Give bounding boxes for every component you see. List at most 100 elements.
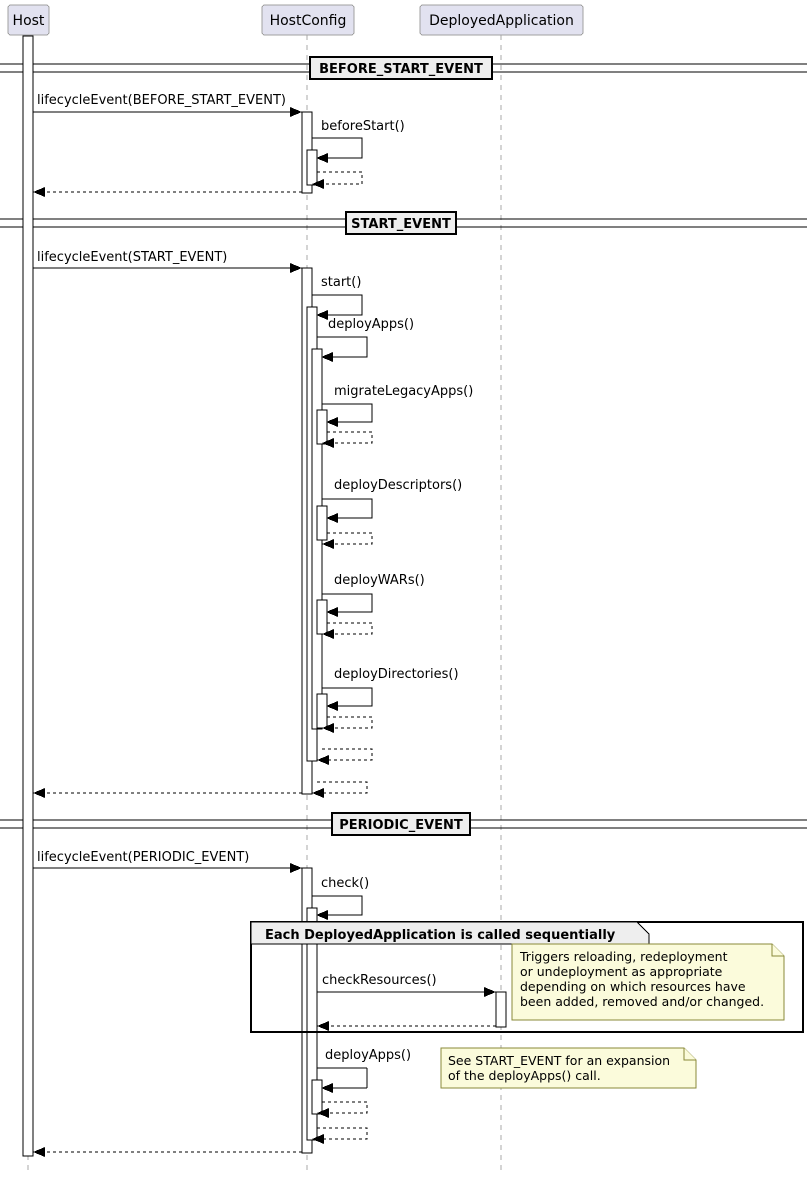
section-checkresources: checkResources() [317, 973, 507, 1031]
activation-hostconfig-deploydescriptors [316, 505, 328, 541]
arrowhead-lifecycle-start [290, 263, 302, 273]
note1-fold [771, 944, 784, 957]
message-selfarrow-start [312, 294, 363, 316]
message-selfarrow-migratelegacyapps [322, 403, 373, 423]
lifelines-layer [27, 35, 502, 1172]
message-label-lifecycle-start: lifecycleEvent(START_EVENT) [37, 250, 227, 265]
arrowhead-return-periodic [33, 1147, 45, 1157]
note1-line-2: or undeployment as appropriate [520, 964, 723, 979]
activation-hostconfig-deploywars [316, 599, 328, 635]
message-selfreturn-deployapps-periodic [322, 1101, 368, 1114]
arrowhead-deployapps [321, 352, 333, 362]
divider-before-start-event: BEFORE_START_EVENT [0, 56, 807, 80]
arrowhead-selfreturn-start [312, 788, 324, 798]
arrowhead-start [316, 310, 328, 320]
divider-periodic-event: PERIODIC_EVENT [0, 812, 807, 836]
arrowhead-deployapps-periodic [321, 1083, 333, 1093]
arrowhead-selfreturn-deploydirectories [322, 723, 334, 733]
arrowhead-selfreturn-beforestart [312, 179, 324, 189]
message-label-lifecycle-periodic: lifecycleEvent(PERIODIC_EVENT) [37, 850, 249, 865]
message-selfarrow-deployapps [317, 336, 368, 358]
activation-deployedapplication-checkresources [495, 991, 507, 1028]
participant-deployedapplication-box[interactable] [419, 4, 584, 36]
message-label-deploywars: deployWARs() [334, 573, 425, 588]
activation-host-main [22, 35, 34, 1157]
note1-line-3: depending on which resources have [520, 979, 746, 994]
section-before-start-event: lifecycleEvent(BEFORE_START_EVENT) befor… [33, 93, 405, 197]
arrowhead-check [316, 910, 328, 920]
note-deployapps: See START_EVENT for an expansion of the … [440, 1047, 697, 1089]
divider-label: BEFORE_START_EVENT [319, 62, 483, 77]
message-label-lifecycle-before-start: lifecycleEvent(BEFORE_START_EVENT) [37, 93, 286, 108]
message-label-deploydirectories: deployDirectories() [334, 667, 459, 682]
participant-host-box[interactable] [7, 4, 50, 36]
note1-line-4: been added, removed and/or changed. [520, 994, 764, 1009]
arrowhead-selfreturn-deployapps-periodic [317, 1108, 329, 1118]
message-label-deployapps-periodic: deployApps() [325, 1048, 411, 1063]
message-selfarrow-deploydirectories [322, 687, 373, 707]
message-selfreturn-check [317, 1127, 368, 1140]
message-selfarrow-deploydescriptors [322, 498, 373, 519]
participant-hostconfig-box[interactable] [261, 4, 355, 36]
message-selfreturn-migratelegacyapps [327, 431, 373, 444]
group-frame-label: Each DeployedApplication is called seque… [265, 928, 616, 943]
arrowhead-migratelegacyapps [326, 417, 338, 427]
message-selfreturn-deployapps [322, 748, 373, 761]
note2-fold [683, 1048, 696, 1061]
participant-host-label: Host [13, 13, 45, 29]
arrowhead-selfreturn-deploydescriptors [322, 539, 334, 549]
message-label-deploydescriptors: deployDescriptors() [334, 478, 462, 493]
arrowhead-deploydescriptors [326, 513, 338, 523]
message-label-check: check() [321, 876, 369, 891]
divider-label-box [309, 56, 493, 80]
divider3-label: PERIODIC_EVENT [339, 818, 463, 833]
participant-hostconfig[interactable]: HostConfig [261, 4, 355, 36]
note1-body [511, 943, 785, 1021]
divider3-label-box [331, 812, 471, 836]
divider2-label: START_EVENT [351, 217, 451, 232]
arrowhead-checkresources [484, 987, 496, 997]
note2-line-1: See START_EVENT for an expansion [448, 1053, 670, 1068]
message-selfreturn-start [317, 781, 368, 794]
message-selfreturn-beforestart [317, 171, 363, 185]
divider2-label-box [345, 211, 457, 235]
section-start-event: lifecycleEvent(START_EVENT) start() depl… [33, 250, 473, 798]
activation-hostconfig-deployapps-periodic [311, 1079, 323, 1115]
message-selfarrow-deploywars [322, 593, 373, 613]
group-frame-tab [250, 921, 650, 945]
note1-line-1: Triggers reloading, redeployment [519, 949, 728, 964]
arrowhead-lifecycle-periodic [290, 863, 302, 873]
message-label-beforestart: beforeStart() [321, 119, 405, 134]
arrowhead-selfreturn-check [312, 1134, 324, 1144]
arrowhead-selfreturn-deploywars [322, 629, 334, 639]
message-label-checkresources: checkResources() [322, 973, 437, 988]
message-selfreturn-deploydescriptors [327, 532, 373, 545]
section-deployapps-periodic: deployApps() [33, 1048, 411, 1157]
message-selfarrow-check [312, 895, 363, 916]
activation-hostconfig-deploydirectories [316, 693, 328, 729]
arrowhead-lifecycle-before-start [290, 107, 302, 117]
arrowhead-deploywars [326, 607, 338, 617]
note2-line-2: of the deployApps() call. [448, 1068, 601, 1083]
note-checkresources: Triggers reloading, redeployment or unde… [511, 943, 785, 1021]
note2-body [440, 1047, 697, 1089]
participant-deployedapplication[interactable]: DeployedApplication [419, 4, 584, 36]
message-label-start: start() [321, 275, 361, 290]
divider-start-event: START_EVENT [0, 211, 807, 235]
arrowhead-return-before-start [33, 187, 45, 197]
message-selfreturn-deploywars [327, 622, 373, 635]
message-selfreturn-deploydirectories [327, 716, 373, 729]
arrowhead-selfreturn-migratelegacyapps [322, 438, 334, 448]
activation-hostconfig-migratelegacyapps [316, 409, 328, 445]
message-selfarrow-beforestart [312, 137, 363, 159]
arrowhead-deploydirectories [326, 701, 338, 711]
participant-hostconfig-label: HostConfig [270, 13, 347, 29]
participant-host[interactable]: Host [7, 4, 50, 36]
participant-deployedapplication-label: DeployedApplication [429, 13, 574, 29]
message-label-migratelegacyapps: migrateLegacyApps() [334, 384, 473, 399]
arrowhead-return-start [33, 788, 45, 798]
message-label-deployapps: deployApps() [328, 317, 414, 332]
group-each-deployedapplication: Each DeployedApplication is called seque… [250, 921, 804, 1033]
